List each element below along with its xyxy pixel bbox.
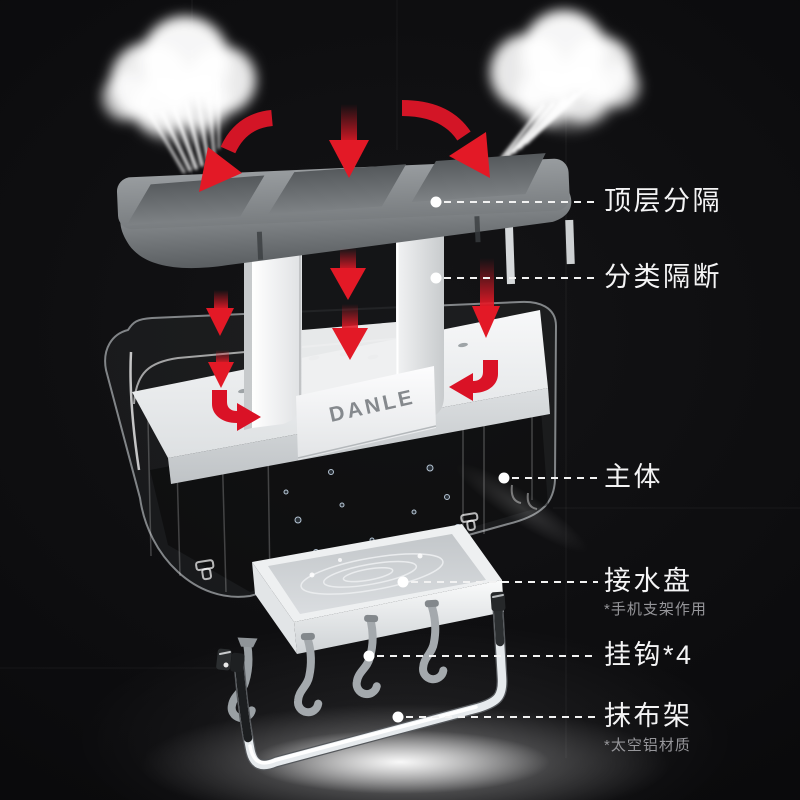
hooks xyxy=(227,599,448,722)
callout-partition: 分类隔断 xyxy=(604,264,722,291)
hook xyxy=(294,632,323,717)
callout-main-body: 主体 xyxy=(604,464,663,491)
hook xyxy=(352,614,381,699)
rag-rail xyxy=(216,591,508,771)
keyhole-slots xyxy=(195,512,479,581)
callout-label: 挂钩*4 xyxy=(604,640,694,670)
water-swirl xyxy=(300,553,444,595)
callout-dot xyxy=(430,272,442,284)
callout-rag-rack: 抹布架 xyxy=(604,703,693,730)
callout-dot xyxy=(397,576,409,588)
spray-lines xyxy=(500,77,598,160)
callout-dot xyxy=(363,650,375,662)
callout-leaders xyxy=(363,196,598,723)
callout-label: 主体 xyxy=(604,462,663,492)
callout-label: 接水盘 xyxy=(604,566,693,596)
callout-label: 分类隔断 xyxy=(604,262,722,292)
callout-drip-tray: 接水盘 xyxy=(604,568,693,595)
callout-label: 顶层分隔 xyxy=(604,186,722,216)
callout-top-divider: 顶层分隔 xyxy=(604,188,722,215)
rail-clamp xyxy=(216,591,506,673)
hook xyxy=(419,599,448,684)
callout-drip-tray-note: *手机支架作用 xyxy=(604,601,707,618)
brand-apron: DANLE xyxy=(296,366,437,460)
callout-dot xyxy=(498,472,510,484)
spray-lines xyxy=(148,76,221,174)
steam-cloud-right xyxy=(490,10,640,160)
drip-tray xyxy=(252,524,504,654)
callout-dot xyxy=(392,711,404,723)
callout-dot xyxy=(430,196,442,208)
steam-cloud-left xyxy=(102,16,256,174)
callout-rag-rack-note: *太空铝材质 xyxy=(604,737,691,754)
flow-arrows xyxy=(199,100,500,431)
callout-hooks: 挂钩*4 xyxy=(604,642,694,669)
callout-label: 抹布架 xyxy=(604,701,693,731)
